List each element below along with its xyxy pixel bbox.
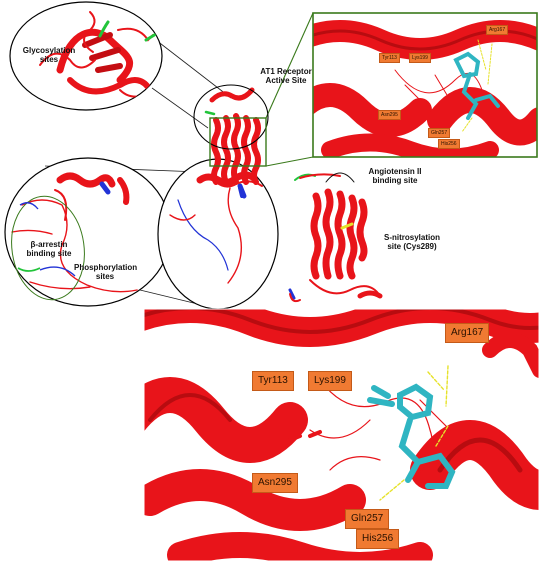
active-site-circle (193, 84, 269, 150)
glycosylation-structure (39, 11, 158, 98)
active-site-box (209, 117, 267, 167)
large-residue-lys199: Lys199 (308, 371, 352, 391)
receptor-structure-bottom (289, 290, 383, 303)
large-residue-asn295: Asn295 (252, 473, 298, 493)
beta-arrestin-outline (11, 195, 85, 301)
active-site-inset-large (143, 308, 540, 562)
phosphorylation-structure (11, 172, 138, 293)
large-residue-arg167: Arg167 (445, 323, 490, 343)
small-residue-tyr113: Tyr113 (379, 53, 400, 63)
beta-arrestin-strands (17, 202, 76, 277)
small-residue-gln257: Gln257 (428, 128, 451, 138)
receptor-structure-middle (288, 172, 381, 300)
label-beta-arrestin: β-arrestin binding site (26, 240, 72, 258)
large-residue-gln257: Gln257 (345, 509, 390, 529)
label-phosphorylation: Phosphorylation sites (74, 263, 138, 281)
inset-connector-lines (265, 12, 314, 167)
label-angiotensin-binding: Angiotensin II binding site (368, 167, 422, 185)
active-site-inset-small (312, 12, 538, 158)
label-glycosylation-sites: Glycosylation sites (22, 46, 76, 64)
receptor-structure-top (204, 87, 263, 198)
label-s-nitrosylation: S-nitrosylation site (Cys289) (383, 233, 440, 251)
label-at1-active-site: AT1 Receptor Active Site (260, 67, 312, 85)
small-residue-lys199: Lys199 (409, 53, 431, 63)
small-residue-asn295: Asn295 (378, 110, 401, 120)
large-residue-his256: His256 (356, 529, 400, 549)
small-residue-arg167: Arg167 (486, 25, 509, 35)
large-residue-tyr113: Tyr113 (252, 371, 294, 391)
small-residue-his256: His256 (438, 139, 460, 149)
